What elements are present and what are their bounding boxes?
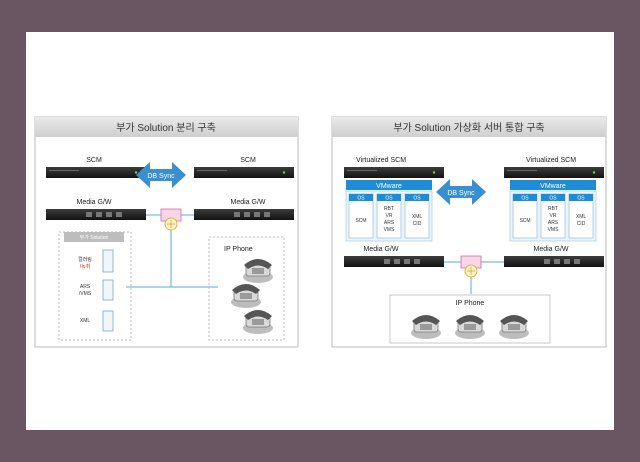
right-vm-right-2: OS RBT VR ARS VMS: [540, 193, 566, 239]
right-header: [332, 117, 606, 137]
left-scm-left-device: [46, 167, 146, 178]
left-solution-item-4: /VMS: [79, 291, 92, 297]
svg-text:OS: OS: [521, 196, 529, 202]
left-solution-item-2: /녹취: [80, 263, 91, 270]
left-panel: 부가 Solution 분리 구축 SCM SCM DB Sync Media …: [34, 116, 299, 348]
right-vscm-left-label: Virtualized SCM: [356, 157, 406, 164]
svg-text:CID: CID: [577, 221, 586, 227]
left-mgw-left-device: [46, 209, 146, 220]
svg-text:VMS: VMS: [548, 227, 560, 233]
svg-text:OS: OS: [577, 196, 585, 202]
right-vm-right-3: OS XML CID: [568, 193, 594, 239]
left-db-sync-label: DB Sync: [147, 173, 175, 180]
svg-text:VR: VR: [386, 213, 393, 219]
left-solution-item-1: 컬러링: [78, 256, 92, 263]
left-server-icon-1: [102, 249, 114, 273]
right-mgw-left-label: Media G/W: [363, 246, 398, 253]
left-phone-icon-3: [242, 309, 274, 335]
svg-text:VR: VR: [550, 213, 557, 219]
left-scm-left-label: SCM: [86, 157, 102, 164]
left-mgw-right-label: Media G/W: [230, 199, 265, 206]
right-phone-icon-3: [498, 314, 530, 340]
left-phone-icon-1: [242, 258, 274, 284]
svg-text:XML: XML: [576, 214, 587, 220]
svg-text:RBT: RBT: [548, 206, 558, 212]
svg-text:CID: CID: [413, 221, 422, 227]
left-ipphone-label: IP Phone: [224, 246, 253, 253]
svg-text:RBT: RBT: [384, 206, 394, 212]
right-vmware-right-bar: [510, 180, 596, 190]
left-ipphone-box: [208, 236, 285, 341]
svg-text:OS: OS: [385, 196, 393, 202]
right-mgw-left-device: [344, 256, 444, 267]
left-mgw-right-device: [194, 209, 294, 220]
left-server-icon-2: [102, 279, 114, 301]
svg-text:ARS: ARS: [548, 220, 559, 226]
right-db-sync-label: DB Sync: [447, 190, 475, 197]
right-mgw-right-device: [504, 256, 604, 267]
left-title: 부가 Solution 분리 구축: [116, 122, 216, 134]
right-ipphone-label: IP Phone: [456, 300, 485, 307]
svg-text:SCM: SCM: [355, 218, 366, 224]
left-solution-title: 부가 Solution: [80, 234, 109, 241]
left-header: [35, 117, 298, 137]
right-phone-icon-2: [454, 314, 486, 340]
left-scm-right-label: SCM: [240, 157, 256, 164]
diagram-canvas: 부가 Solution 분리 구축 SCM SCM DB Sync Media …: [26, 32, 614, 430]
right-ipphone-box: [389, 294, 551, 344]
right-mgw-right-label: Media G/W: [533, 246, 568, 253]
right-vm-left-2: OS RBT VR ARS VMS: [376, 193, 402, 239]
right-phone-icon-1: [410, 314, 442, 340]
right-vm-left-1: OS SCM: [348, 193, 374, 239]
svg-text:OS: OS: [549, 196, 557, 202]
svg-text:VMS: VMS: [384, 227, 396, 233]
left-db-sync-arrow: [136, 162, 186, 188]
right-title: 부가 Solution 가상화 서버 통합 구축: [393, 122, 544, 134]
left-mgw-left-label: Media G/W: [76, 199, 111, 206]
right-vscm-right-device: [504, 167, 604, 178]
right-db-sync-arrow: [436, 179, 486, 205]
left-solution-item-3: ARS: [80, 284, 91, 290]
right-vmware-left-label: VMware: [376, 183, 402, 190]
right-vm-left-3: OS XML CID: [404, 193, 430, 239]
left-scm-right-device: [194, 167, 294, 178]
left-solution-item-5: XML: [80, 318, 91, 324]
svg-text:SCM: SCM: [519, 218, 530, 224]
right-vmware-left-bar: [346, 180, 432, 190]
diagram-svg: 부가 Solution 분리 구축 SCM SCM DB Sync Media …: [34, 116, 607, 348]
right-vmware-right-label: VMware: [540, 183, 566, 190]
left-phone-icon-2: [230, 283, 262, 309]
svg-text:XML: XML: [412, 214, 423, 220]
svg-text:ARS: ARS: [384, 220, 395, 226]
right-panel: 부가 Solution 가상화 서버 통합 구축 Virtualized SCM…: [331, 116, 607, 348]
left-server-icon-3: [102, 310, 114, 332]
right-vscm-left-device: [344, 167, 444, 178]
right-vscm-right-label: Virtualized SCM: [526, 157, 576, 164]
svg-text:OS: OS: [357, 196, 365, 202]
right-vm-right-1: OS SCM: [512, 193, 538, 239]
svg-text:OS: OS: [413, 196, 421, 202]
